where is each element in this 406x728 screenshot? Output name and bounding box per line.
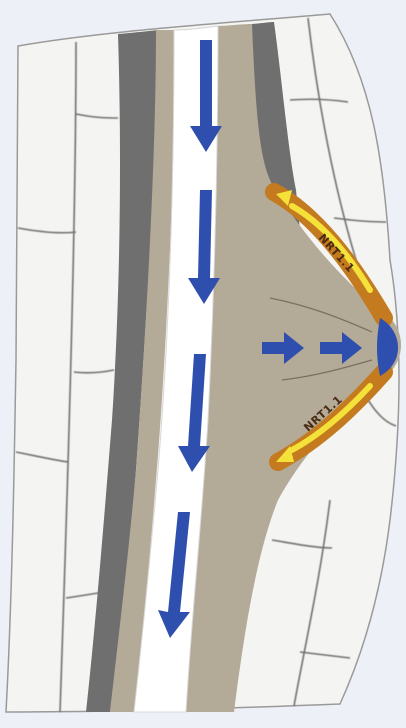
diagram-stage: NRT1.1 NRT1.1 — [0, 0, 406, 728]
root-hair-nitrate-diagram: NRT1.1 NRT1.1 — [0, 0, 406, 728]
